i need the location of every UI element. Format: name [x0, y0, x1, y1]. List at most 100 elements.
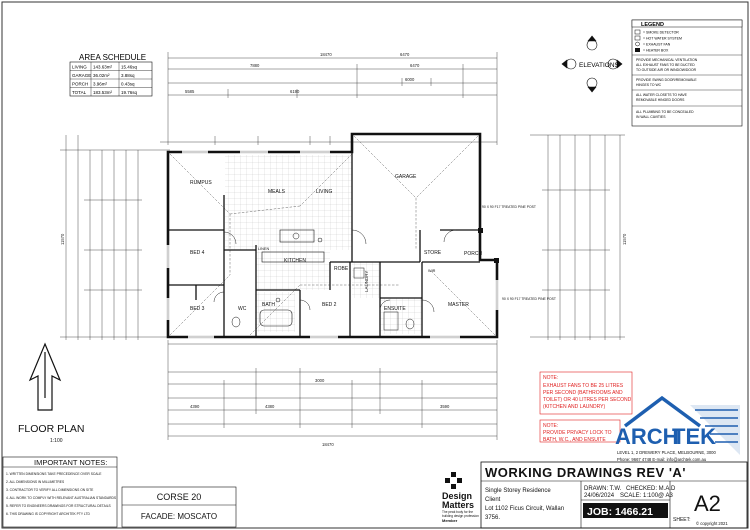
legend-note: REMOVABLE HINGED DOORS — [636, 98, 685, 102]
legend-title: LEGEND — [641, 22, 664, 28]
note-line: PROVIDE PRIVACY LOCK TO — [543, 430, 612, 436]
exhaust-fan-icon — [635, 41, 640, 47]
room-label: BED 2 — [322, 302, 337, 308]
area-row-name: LIVING — [72, 65, 87, 70]
side-dimensions — [60, 134, 625, 340]
north-arrow-icon — [28, 342, 62, 411]
area-row-sq: 0.43sq — [121, 82, 135, 87]
note-line: 6. THIS DRAWING IS COPYRIGHT ARCHITEK PT… — [6, 512, 91, 516]
archtek-logo: ARCH TEK LEVEL 1, 2 DREWERY PLACE, MELBO… — [615, 395, 740, 462]
dimension-text: 7880 — [250, 63, 260, 68]
sheet-label: SHEET: — [673, 517, 691, 523]
top-dimension-text: 18470 7880 6470 6470 5585 6190 6000 — [185, 52, 420, 94]
design-name: CORSE 20 — [157, 492, 202, 502]
brand-member: Member — [442, 518, 458, 523]
design-matters-logo: Design Matters The peak body for the bui… — [442, 472, 479, 523]
legend-item: = EXHAUST FAN — [643, 43, 671, 47]
door-swing — [443, 229, 457, 243]
note-line: 1. WRITTEN DIMENSIONS TAKE PRECEDENCE OV… — [6, 472, 102, 476]
client-label: Client — [485, 497, 501, 503]
note-line: EXHAUST FANS TO BE 25 LITRES — [543, 383, 624, 389]
brand-name-a: ARCH — [615, 424, 679, 449]
room-label: PORCH — [464, 251, 482, 257]
important-notes: IMPORTANT NOTES: 1. WRITTEN DIMENSIONS T… — [2, 456, 118, 528]
area-row-sq: 19.76sq — [121, 90, 138, 95]
elevation-marker-icon — [586, 77, 598, 89]
porch-post — [478, 228, 483, 233]
bottom-dimensions — [167, 340, 498, 440]
company-address: LEVEL 1, 2 DREWERY PLACE, MELBOURNE, 300… — [617, 450, 717, 455]
room-label: LAUNDRY — [364, 271, 369, 292]
area-row-sq: 3.88sq — [121, 73, 135, 78]
dimension-text: 18470 — [320, 52, 332, 57]
note-title: NOTE: — [543, 423, 558, 429]
porch-post — [494, 258, 499, 263]
note-line: PER SECOND (BATHROOMS AND — [543, 390, 623, 396]
shower — [383, 311, 399, 331]
kitchen-tiles — [256, 250, 330, 290]
legend: LEGEND = SMOKE DETECTOR = HOT WATER SYST… — [631, 19, 743, 127]
drawing-scale: SCALE: 1:100@ A3 — [620, 493, 673, 499]
archtek-roof-icon — [623, 395, 702, 428]
note-privacy: NOTE: PROVIDE PRIVACY LOCK TO BATH, W.C.… — [539, 419, 621, 443]
legend-note: PROVIDE MECHANICAL VENTILATION — [636, 58, 698, 62]
project-name: Single Storey Residence — [485, 488, 551, 494]
dimension-text: 6190 — [290, 89, 300, 94]
dimension-text: 6000 — [405, 77, 415, 82]
area-row-name: TOTAL — [72, 90, 87, 95]
dimension-text: 18470 — [322, 442, 334, 447]
design-facade: FACADE: MOSCATO — [141, 512, 217, 521]
brand-line: Design — [442, 491, 472, 501]
meals-living-tiles — [225, 155, 352, 250]
room-label: STORE — [424, 250, 442, 256]
note-line: TOILET) OR 40 LITRES PER SECOND — [543, 397, 632, 403]
floor-plan: RUMPUS MEALS LIVING GARAGE BED 4 BED 3 K… — [166, 132, 556, 339]
door-swing — [379, 299, 391, 311]
sheet-number: A2 — [694, 491, 721, 516]
brand-tagline: The peak body for the — [442, 510, 473, 514]
room-label: LINEN — [258, 247, 269, 251]
lot-address: Lot 1102 Ficus Circuit, Wallan — [485, 506, 564, 512]
elevations-label: ELEVATIONS — [579, 62, 620, 69]
postcode: 3756. — [485, 515, 500, 521]
legend-note: IN WALL CAVITIES — [636, 115, 666, 119]
dimension-text: 11570 — [622, 233, 627, 245]
drawn-by: DRAWN: T.W. — [584, 486, 622, 492]
area-row-value: 3.96m² — [93, 82, 108, 87]
external-walls — [166, 132, 499, 339]
room-label: BED 3 — [190, 306, 205, 312]
legend-item: = HEATER BOX — [643, 49, 669, 53]
area-row-value: 36.02m² — [93, 73, 110, 78]
legend-note: HINGES TO WC — [636, 83, 662, 87]
door-swing — [351, 229, 367, 245]
sink-icon — [292, 232, 300, 240]
dimension-text: 5585 — [185, 89, 195, 94]
legend-note: ALL WATER CLOSETS TO HAVE — [636, 93, 688, 97]
note-line: (KITCHEN AND LAUNDRY) — [543, 404, 605, 410]
room-label: WC — [238, 306, 247, 312]
toilet-icon — [405, 318, 415, 330]
post-annotation: 90 X 90 F17 TREATED PINE POST — [502, 297, 556, 301]
title-block: WORKING DRAWINGS REV 'A' Single Storey R… — [480, 461, 748, 529]
room-label: RUMPUS — [190, 180, 212, 186]
heater-box-icon — [635, 48, 640, 52]
legend-item: = SMOKE DETECTOR — [643, 31, 679, 35]
design-matters-mark-icon — [445, 472, 462, 489]
legend-note: PROVIDE SWING DOOR/REMOVABLE — [636, 78, 697, 82]
important-notes-title: IMPORTANT NOTES: — [34, 458, 107, 467]
toilet-icon — [231, 316, 241, 328]
note-line: 4. ALL WORK TO COMPLY WITH RELEVANT AUST… — [6, 496, 117, 500]
room-label: KITCHEN — [284, 258, 306, 264]
bathtub — [259, 309, 293, 327]
area-row-value: 143.63m² — [93, 65, 113, 70]
elevation-markers — [561, 35, 623, 93]
dimension-text: 3000 — [315, 378, 325, 383]
legend-note: ALL PLUMBING TO BE CONCEALED — [636, 110, 694, 114]
area-row-name: GARAGE — [72, 73, 91, 78]
copyright: © copyright 2021 — [696, 521, 728, 526]
dimension-text: 4380 — [265, 404, 275, 409]
legend-note: TO OUTSIDE AIR OR WINDOW/DOOR — [636, 68, 697, 72]
note-line: 2. ALL DIMENSIONS IN MILLIMETRES — [6, 480, 65, 484]
